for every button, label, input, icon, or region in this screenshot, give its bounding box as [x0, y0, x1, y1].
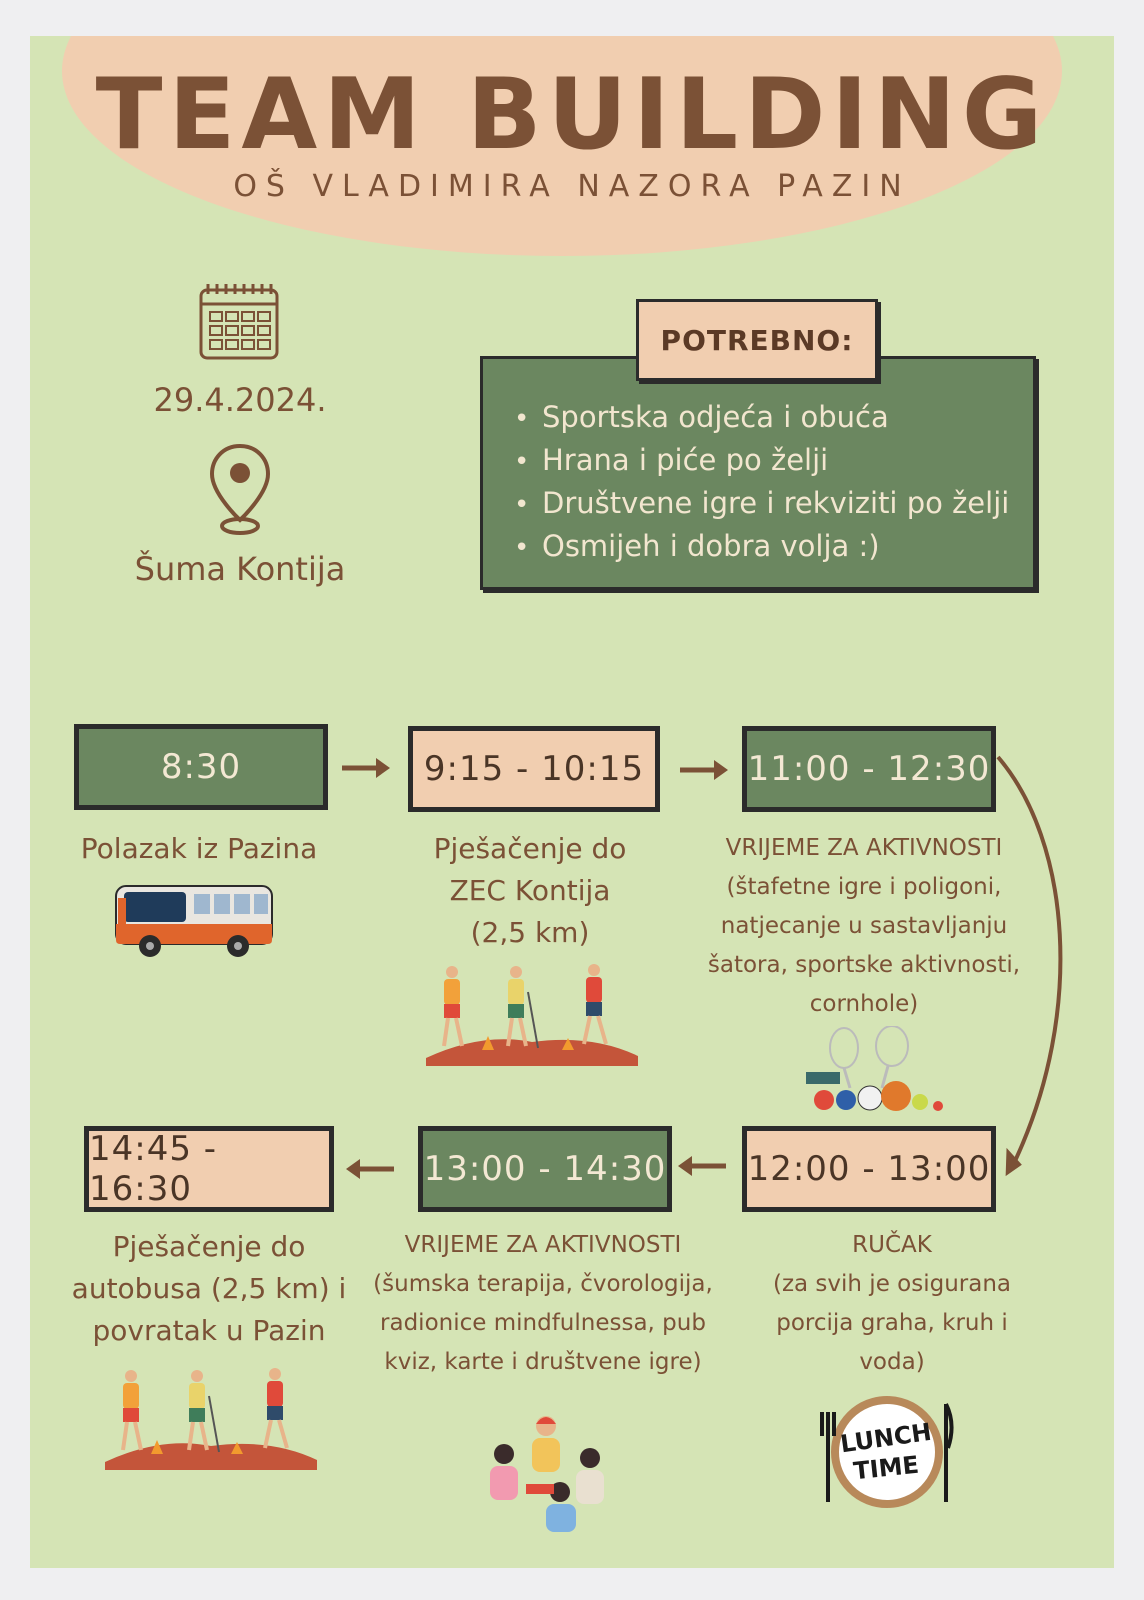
location-pin-icon: [209, 443, 271, 535]
list-item: Hrana i piće po želji: [514, 439, 1009, 482]
desc-line: ZEC Kontija: [449, 874, 611, 907]
desc-line: natjecanje u sastavljanju: [720, 913, 1008, 939]
schedule-desc-2: Pješačenje do ZEC Kontija (2,5 km): [380, 828, 680, 954]
desc-line: cornhole): [809, 991, 919, 1017]
curved-arrow-icon: [996, 755, 1063, 1177]
time-box-6: 14:45 - 16:30: [84, 1126, 334, 1212]
calendar-icon: [199, 284, 279, 360]
list-item: Osmijeh i dobra volja :): [514, 525, 1009, 568]
hikers-illustration: [105, 1368, 317, 1470]
desc-line: voda): [859, 1349, 925, 1375]
desc-line: Pješačenje do: [112, 1230, 306, 1263]
hikers-illustration: [426, 964, 638, 1066]
desc-line: VRIJEME ZA AKTIVNOSTI: [725, 835, 1003, 861]
schedule-desc-1: Polazak iz Pazina: [54, 828, 344, 870]
potrebno-list: Sportska odjeća i obuća Hrana i piće po …: [514, 396, 1009, 568]
lunch-time-badge: LUNCH TIME: [820, 1396, 954, 1508]
desc-line: kviz, karte i društvene igre): [384, 1349, 702, 1375]
bus-illustration: [115, 885, 273, 957]
time-box-3: 11:00 - 12:30: [742, 726, 996, 812]
arrow-left-icon: [346, 1159, 394, 1179]
list-item: Društvene igre i rekviziti po želji: [514, 482, 1009, 525]
event-date: 29.4.2024.: [153, 381, 327, 419]
desc-line: RUČAK: [852, 1232, 932, 1258]
desc-line: radionice mindfulnessa, pub: [380, 1310, 706, 1336]
desc-line: šatora, sportske aktivnosti,: [707, 952, 1021, 978]
desc-line: povratak u Pazin: [92, 1314, 326, 1347]
schedule-desc-5: VRIJEME ZA AKTIVNOSTI (šumska terapija, …: [358, 1226, 728, 1382]
desc-line: (šumska terapija, čvorologija,: [373, 1271, 713, 1297]
sports-gear-illustration: [806, 1026, 943, 1111]
desc-line: (štafetne igre i poligoni,: [726, 874, 1002, 900]
desc-line: (za svih je osigurana: [772, 1271, 1012, 1297]
arrow-left-icon: [678, 1156, 726, 1176]
list-item: Sportska odjeća i obuća: [514, 396, 1009, 439]
lunch-badge-line-2: TIME: [852, 1451, 920, 1486]
schedule-desc-3: VRIJEME ZA AKTIVNOSTI (štafetne igre i p…: [688, 829, 1040, 1024]
desc-line: autobusa (2,5 km) i: [71, 1272, 347, 1305]
desc-line: Pješačenje do: [433, 832, 627, 865]
potrebno-label: POTREBNO:: [636, 299, 878, 381]
time-box-4: 12:00 - 13:00: [742, 1126, 996, 1212]
arrow-right-icon: [342, 758, 390, 778]
desc-line: VRIJEME ZA AKTIVNOSTI: [404, 1232, 682, 1258]
schedule-desc-4: RUČAK (za svih je osigurana porcija grah…: [730, 1226, 1054, 1382]
schedule-desc-6: Pješačenje do autobusa (2,5 km) i povrat…: [64, 1226, 354, 1352]
time-box-5: 13:00 - 14:30: [418, 1126, 672, 1212]
poster: TEAM BUILDING OŠ VLADIMIRA NAZORA PAZIN …: [30, 36, 1114, 1568]
time-box-1: 8:30: [74, 724, 328, 810]
desc-line: (2,5 km): [470, 916, 590, 949]
group-activity-illustration: [490, 1416, 604, 1532]
event-location: Šuma Kontija: [134, 550, 346, 588]
arrow-right-icon: [680, 760, 728, 780]
desc-line: Polazak iz Pazina: [80, 832, 318, 865]
desc-line: porcija graha, kruh i: [776, 1310, 1008, 1336]
page-title: TEAM BUILDING: [95, 58, 1049, 172]
page-subtitle: OŠ VLADIMIRA NAZORA PAZIN: [233, 169, 911, 204]
time-box-2: 9:15 - 10:15: [408, 726, 660, 812]
